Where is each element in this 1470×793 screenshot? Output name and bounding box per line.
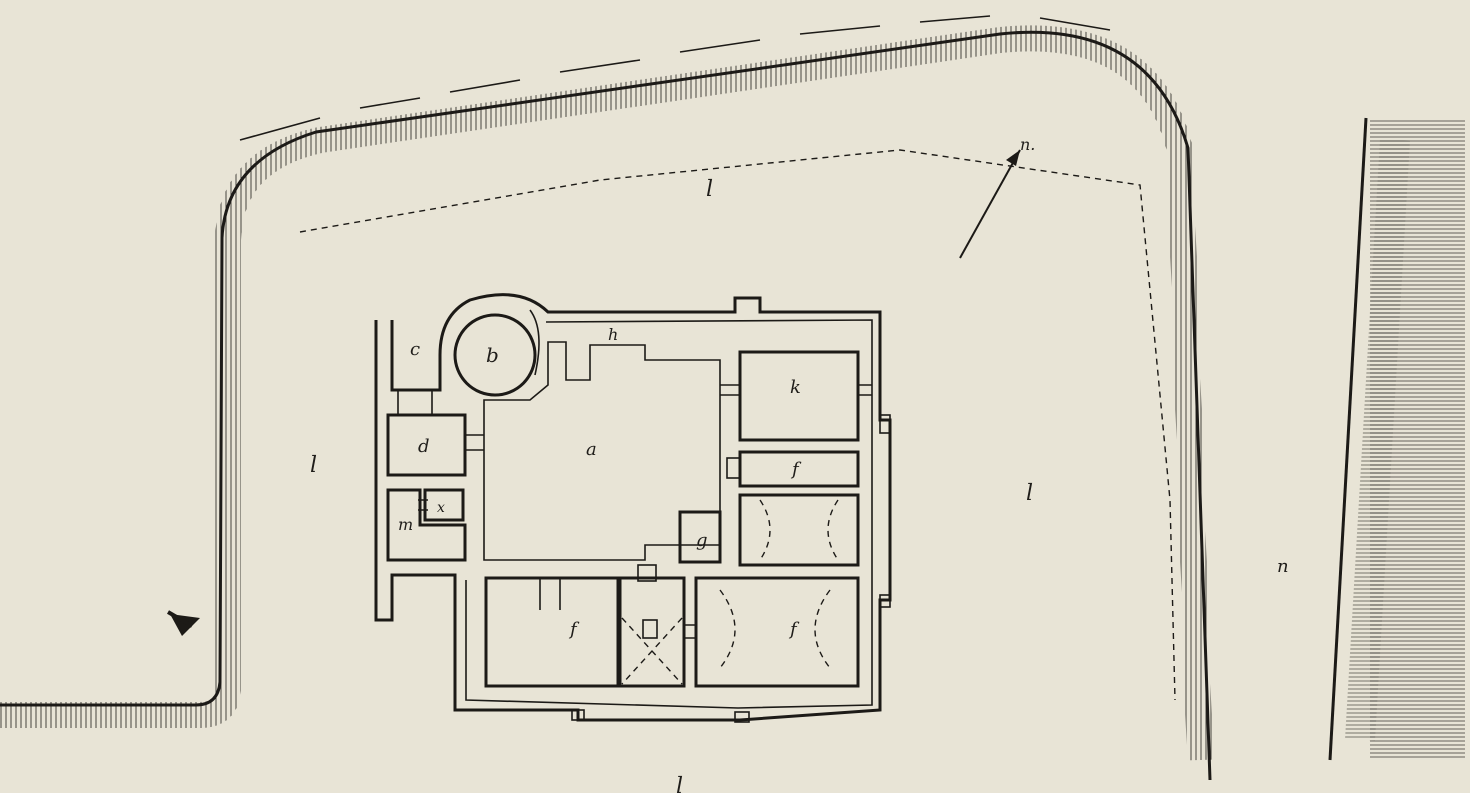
label-a: a (586, 439, 597, 460)
label-n: n (1277, 556, 1289, 577)
label-k: k (790, 377, 801, 398)
label-l-left: l (310, 453, 317, 478)
moat-embankment (0, 15, 1213, 781)
entrance-arrow-icon (166, 610, 200, 636)
castle-building (374, 293, 892, 723)
label-f-lower-right: f (788, 619, 800, 640)
label-b: b (486, 343, 499, 367)
label-g: g (696, 530, 708, 551)
label-c: c (410, 339, 420, 360)
label-x: x (437, 500, 445, 516)
label-f-upper: f (790, 459, 802, 480)
label-north: n. (1020, 135, 1035, 154)
label-h: h (608, 325, 618, 344)
label-m: m (398, 515, 413, 534)
label-f-lower-left: f (568, 619, 580, 640)
label-d: d (418, 436, 430, 457)
label-l-top: l (706, 177, 713, 202)
label-l-bottom: l (676, 774, 683, 793)
label-l-right: l (1026, 481, 1033, 506)
north-arrow-icon (959, 149, 1021, 259)
east-embankment (1328, 117, 1465, 761)
